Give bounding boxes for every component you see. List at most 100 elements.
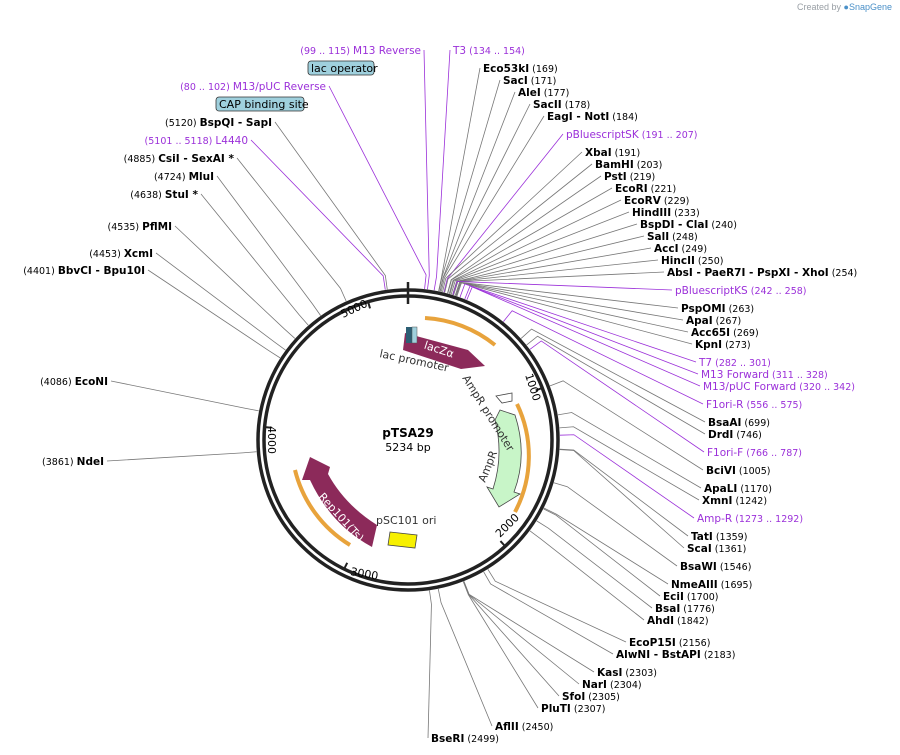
primer-feature-label: pBluescriptSK (191 .. 207) [566, 129, 698, 141]
leader-line [174, 225, 296, 339]
leader-line [483, 571, 614, 655]
leader-line [549, 380, 704, 471]
ampr-orange-arc [513, 403, 531, 513]
leader-line [443, 133, 564, 293]
leader-line [529, 340, 705, 453]
leader-line [463, 581, 580, 685]
restriction-site-label: XbaI (191) [585, 147, 640, 159]
leader-line [487, 569, 627, 643]
restriction-site-label: AflII (2450) [495, 721, 553, 733]
leader-line [462, 581, 539, 709]
primer-feature-label: (80 .. 102) M13/pUC Reverse [180, 81, 326, 93]
ruler-tick [366, 300, 371, 309]
leader-line [463, 581, 595, 673]
feature-psc101-ori: pSC101 ori [376, 514, 436, 527]
restriction-site-label: SacII (178) [533, 99, 590, 111]
restriction-site-label: (4638) StuI * [130, 189, 198, 201]
leader-line [455, 282, 689, 333]
leader-line [110, 380, 259, 412]
rep-orange-arc [293, 469, 352, 547]
leader-line [106, 451, 257, 462]
restriction-site-label: EciI (1700) [663, 591, 719, 603]
restriction-site-label: ApaI (267) [686, 315, 741, 327]
site-labels: Eco53kI (169)SacI (171)AleI (177)SacII (… [23, 45, 857, 745]
primer-feature-label: M13 Forward (311 .. 328) [701, 369, 828, 381]
restriction-site-label: BciVI (1005) [706, 465, 770, 477]
restriction-site-label: HindIII (233) [632, 207, 700, 219]
leader-line [440, 115, 545, 292]
restriction-site-label: SfoI (2305) [562, 691, 620, 703]
callout-cap-binding-site: CAP binding site [219, 98, 309, 111]
restriction-site-label: PstI (219) [604, 171, 655, 183]
leader-line [250, 139, 386, 290]
lacz-arrow [403, 333, 485, 369]
primer-feature-label: T7 (282 .. 301) [698, 357, 771, 369]
restriction-site-label: SacI (171) [503, 75, 556, 87]
leader-line [147, 269, 281, 359]
restriction-site-label: (3861) NdeI [42, 456, 104, 468]
leader-line [452, 281, 673, 295]
leader-line [423, 49, 430, 290]
primer-feature-label: F1ori-R (556 .. 575) [706, 399, 802, 411]
primer-feature-label: F1ori-F (766 .. 787) [707, 447, 802, 459]
restriction-site-label: NmeAIII (1695) [671, 579, 752, 591]
snapgene-logo-icon: ● [843, 2, 849, 12]
ruler-tick [499, 540, 507, 548]
cap-binding-box [215, 96, 305, 112]
leader-line [529, 530, 645, 621]
restriction-site-label: SalI (248) [647, 231, 698, 243]
leader-line [466, 286, 701, 387]
restriction-site-label: KasI (2303) [597, 667, 657, 679]
leader-line [559, 449, 685, 549]
restriction-site-label: EcoRV (229) [624, 195, 689, 207]
restriction-site-label: ScaI (1361) [687, 543, 746, 555]
plasmid-name: pTSA29 [382, 426, 433, 440]
restriction-site-label: NarI (2304) [582, 679, 642, 691]
restriction-site-label: (4885) CsiI - SexAI * [124, 153, 235, 165]
restriction-site-label: AleI (177) [518, 87, 569, 99]
leader-line [437, 588, 493, 727]
leader-line [559, 426, 700, 501]
leader-line [427, 590, 432, 739]
leader-line [450, 223, 638, 295]
rep-arrow [302, 457, 377, 547]
restriction-site-label: (5120) BspQI - SapI [165, 117, 272, 129]
restriction-site-label: BsaWI (1546) [680, 561, 751, 573]
callout-lac-operator: lac operator [311, 62, 378, 75]
leader-line [448, 199, 622, 294]
ruler-1000: 1000 [522, 372, 543, 403]
primer-feature-label: M13/pUC Forward (320 .. 342) [703, 381, 855, 393]
leader-line [557, 412, 702, 489]
restriction-site-label: EcoRI (221) [615, 183, 676, 195]
leader-line [454, 281, 679, 309]
primer-feature-label: (99 .. 115) M13 Reverse [300, 45, 421, 57]
leader-line [520, 328, 706, 423]
leader-line [442, 151, 583, 293]
primer-feature-label: (5101 .. 5118) L4440 [145, 135, 248, 147]
primer-feature-label: T3 (134 .. 154) [452, 45, 525, 57]
restriction-site-label: EcoP15I (2156) [629, 637, 710, 649]
restriction-site-label: TatI (1359) [691, 531, 747, 543]
psc101-ori-box [387, 531, 418, 549]
leader-line [464, 285, 699, 375]
leader-line [438, 79, 501, 292]
leader-line [439, 103, 531, 292]
leader-line [459, 283, 697, 363]
leader-line [543, 507, 669, 585]
leader-line [447, 187, 613, 294]
leader-line [463, 581, 560, 697]
restriction-site-label: AlwNI - BstAPI (2183) [616, 649, 735, 661]
restriction-site-label: AbsI - PaeR7I - PspXI - XhoI (254) [667, 267, 857, 279]
restriction-site-label: AccI (249) [654, 243, 707, 255]
leader-line [456, 282, 693, 345]
primer-feature-label: Amp-R (1273 .. 1292) [697, 513, 803, 525]
restriction-site-label: Eco53kI (169) [483, 63, 558, 75]
credit-prefix: Created by [796, 2, 841, 12]
ruler-4000: 4000 [265, 426, 278, 454]
ruler-tick [263, 426, 272, 429]
restriction-site-label: Acc65I (269) [691, 327, 759, 339]
leader-line [559, 448, 689, 537]
restriction-site-label: BamHI (203) [595, 159, 662, 171]
restriction-site-label: BseRI (2499) [431, 733, 499, 745]
